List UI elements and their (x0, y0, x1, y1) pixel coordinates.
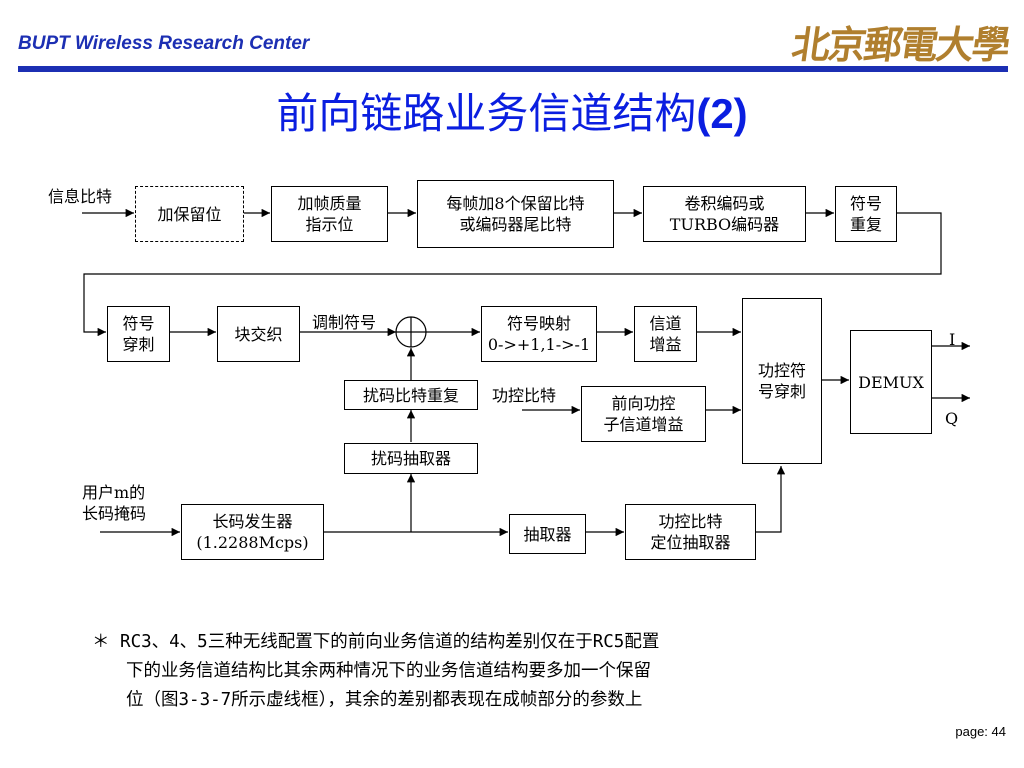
block-add-reserved-bits: 加保留位 (135, 186, 244, 242)
title-text: 前向链路业务信道结构 (276, 89, 697, 138)
footnote-line-2: 下的业务信道结构比其余两种情况下的业务信道结构要多加一个保留 (126, 661, 651, 681)
block-frame-quality: 加帧质量 指示位 (271, 186, 388, 242)
org-name: BUPT Wireless Research Center (18, 33, 310, 54)
block-tail-bits: 每帧加8个保留比特 或编码器尾比特 (417, 180, 614, 248)
label-pc-bits: 功控比特 (492, 386, 557, 405)
block-long-code-generator: 长码发生器 (1.2288Mcps) (181, 504, 324, 560)
page-number: page: 44 (955, 724, 1006, 739)
footnote-line-3: 位（图3-3-7所示虚线框），其余的差别都表现在成帧部分的参数上 (126, 690, 643, 710)
title-suffix: (2) (696, 90, 748, 137)
block-puncture: 符号 穿刺 (107, 306, 170, 362)
label-user-mask: 用户m的 长码掩码 (82, 483, 147, 523)
block-pc-subchannel-gain: 前向功控 子信道增益 (581, 386, 706, 442)
wrap-line (83, 212, 942, 337)
header-rule (18, 66, 1008, 72)
label-out-i: I (949, 330, 956, 349)
block-scramble-decimator: 扰码抽取器 (344, 443, 478, 474)
block-interleaver: 块交织 (217, 306, 300, 362)
block-pc-position-decimator: 功控比特 定位抽取器 (625, 504, 756, 560)
block-decimator: 抽取器 (509, 514, 586, 554)
block-demux: DEMUX (850, 330, 932, 434)
block-scramble-repeat: 扰码比特重复 (344, 380, 478, 410)
block-channel-gain: 信道 增益 (634, 306, 697, 362)
block-encoder: 卷积编码或 TURBO编码器 (643, 186, 806, 242)
slide-title: 前向链路业务信道结构(2) (0, 80, 1024, 141)
block-symbol-mapping: 符号映射 0->+1,1->-1 (481, 306, 597, 362)
label-mod-symbols: 调制符号 (312, 313, 377, 332)
footnote-line-1: ＊ RC3、4、5三种无线配置下的前向业务信道的结构差别仅在于RC5配置 (92, 632, 660, 652)
label-out-q: Q (945, 409, 959, 428)
footnote: ＊ RC3、4、5三种无线配置下的前向业务信道的结构差别仅在于RC5配置 下的业… (92, 628, 932, 715)
label-info-bits: 信息比特 (48, 187, 113, 206)
block-repetition: 符号 重复 (835, 186, 897, 242)
arrow-pcpos-to-pcp (756, 466, 786, 533)
block-pc-puncture: 功控符 号穿刺 (742, 298, 822, 464)
